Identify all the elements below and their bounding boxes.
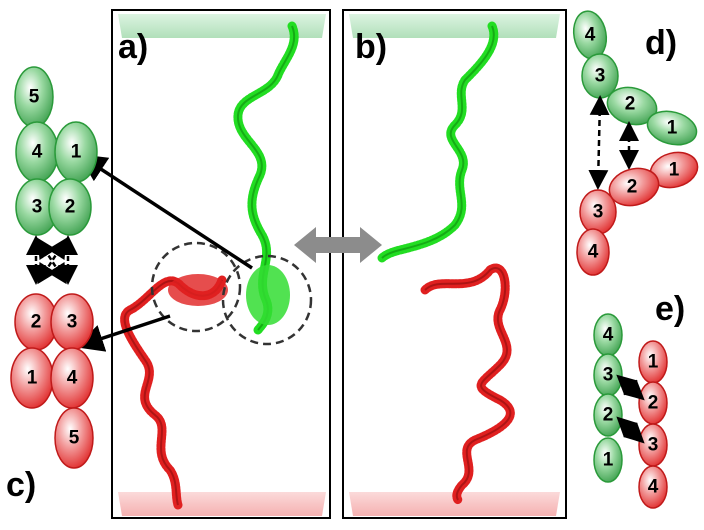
c-green-label-2: 2 (65, 197, 76, 218)
c-green-label-4: 4 (32, 142, 43, 163)
e-green-label-4: 4 (603, 325, 614, 346)
panel-label-a: a) (118, 28, 148, 66)
c-interaction-arrows (26, 235, 78, 285)
c-green-label-5: 5 (29, 87, 40, 108)
d-red-domain-2 (608, 167, 660, 207)
panel-e: 4 3 2 1 1 2 3 4 (593, 313, 668, 509)
dashed-circle-green (221, 254, 313, 346)
c-red-label-2: 2 (31, 312, 42, 333)
e-green-domain-2 (593, 393, 623, 437)
c-red-label-4: 4 (67, 368, 78, 389)
green-membrane-plane (118, 14, 326, 38)
e-red-label-1: 1 (648, 352, 659, 373)
e-red-label-4: 4 (648, 477, 659, 498)
e-green-domain-1 (593, 437, 623, 483)
d-red-label-1: 1 (669, 160, 680, 181)
e-red-label-3: 3 (648, 435, 659, 456)
e-green-label-2: 2 (603, 405, 614, 426)
d-interaction-arrows (588, 95, 639, 190)
arrow-green-to-c (78, 154, 253, 270)
c-green-label-3: 3 (32, 197, 43, 218)
e-red-label-2: 2 (648, 393, 659, 414)
panel-d: 4 3 2 1 1 2 3 4 (572, 10, 699, 276)
red-membrane-plane (118, 492, 326, 516)
c-green-label-1: 1 (71, 142, 82, 163)
d-green-domain-1 (646, 110, 698, 146)
c-red-domain-5 (54, 407, 94, 469)
panel-c: 5 4 1 3 2 2 3 1 4 5 (10, 66, 98, 469)
d-green-label-2: 2 (625, 94, 636, 115)
arrow-red-to-c (75, 314, 171, 352)
e-red-domain-4 (638, 465, 668, 509)
d-green-label-4: 4 (585, 25, 596, 46)
d-red-label-3: 3 (593, 202, 604, 223)
panel-label-c: c) (6, 466, 36, 504)
c-red-label-3: 3 (67, 312, 78, 333)
dashed-circle-red (150, 241, 242, 333)
e-interaction-arrows (616, 374, 645, 444)
e-green-label-1: 1 (603, 450, 614, 471)
c-red-label-1: 1 (27, 368, 38, 389)
d-red-label-4: 4 (588, 242, 599, 263)
panel-b (342, 9, 567, 519)
panel-label-d: d) (645, 24, 677, 62)
d-red-label-2: 2 (627, 177, 638, 198)
d-green-label-1: 1 (667, 118, 678, 139)
d-red-domain-4 (576, 228, 610, 276)
d-green-label-3: 3 (595, 66, 606, 87)
panel-label-b: b) (355, 28, 387, 66)
gray-double-arrow (294, 227, 382, 263)
c-red-label-5: 5 (69, 428, 80, 449)
e-green-label-3: 3 (603, 365, 614, 386)
panel-label-e: e) (655, 290, 685, 328)
panel-a (111, 9, 331, 519)
